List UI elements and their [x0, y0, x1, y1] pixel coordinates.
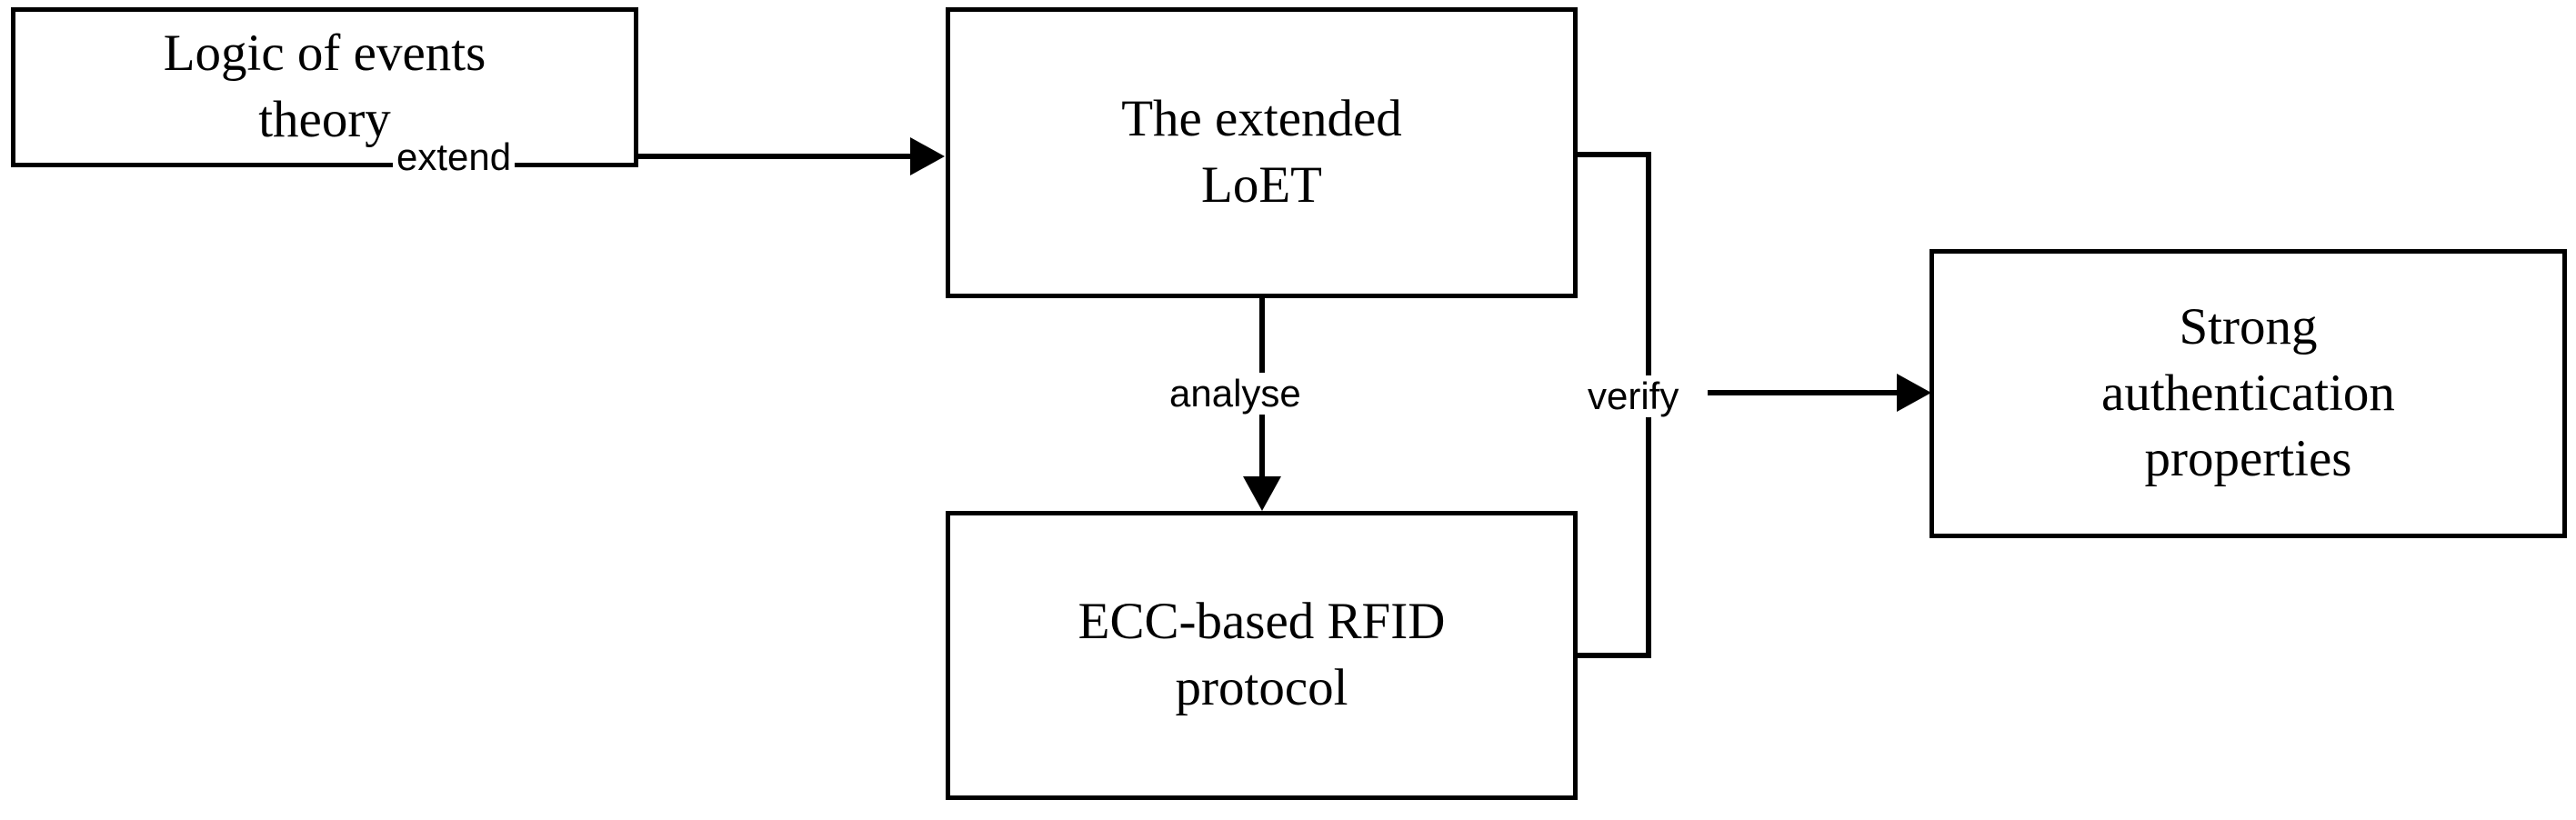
edge-verify-bottom-stub [1573, 653, 1651, 658]
node-strong-authentication-properties-label: Strong authentication properties [2101, 297, 2395, 488]
node-logic-of-events-theory-label: Logic of events theory [163, 25, 486, 148]
edge-extend-line [637, 154, 910, 159]
node-logic-of-events-theory[interactable]: Logic of events theory [11, 7, 638, 167]
node-ecc-based-rfid-protocol[interactable]: ECC-based RFID protocol [946, 511, 1578, 800]
edge-label-verify: verify [1584, 375, 1683, 417]
edge-extend-arrowhead-icon [910, 137, 945, 175]
edge-analyse-arrowhead-icon [1243, 476, 1281, 511]
edge-verify-arrowhead-icon [1897, 374, 1931, 412]
edge-label-analyse: analyse [1166, 373, 1305, 415]
node-the-extended-loet[interactable]: The extended LoET [946, 7, 1578, 298]
node-ecc-based-rfid-protocol-label: ECC-based RFID protocol [1078, 593, 1446, 716]
edge-verify-top-stub [1573, 152, 1651, 157]
node-the-extended-loet-label: The extended LoET [1121, 90, 1402, 214]
edge-verify-line [1708, 390, 1899, 395]
edge-label-extend: extend [393, 136, 516, 178]
node-strong-authentication-properties[interactable]: Strong authentication properties [1929, 249, 2567, 538]
